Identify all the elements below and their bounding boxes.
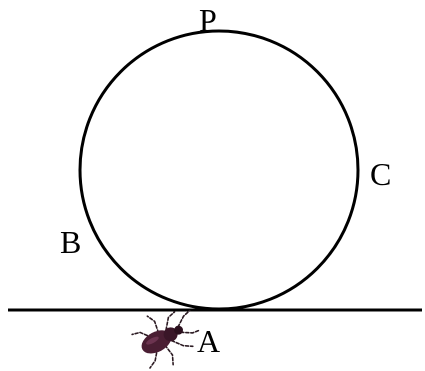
circle xyxy=(78,29,360,311)
label-c: C xyxy=(370,156,391,192)
label-b: B xyxy=(60,224,81,260)
label-a: A xyxy=(197,323,220,359)
label-p: P xyxy=(199,2,217,38)
beetle-icon xyxy=(131,309,201,369)
